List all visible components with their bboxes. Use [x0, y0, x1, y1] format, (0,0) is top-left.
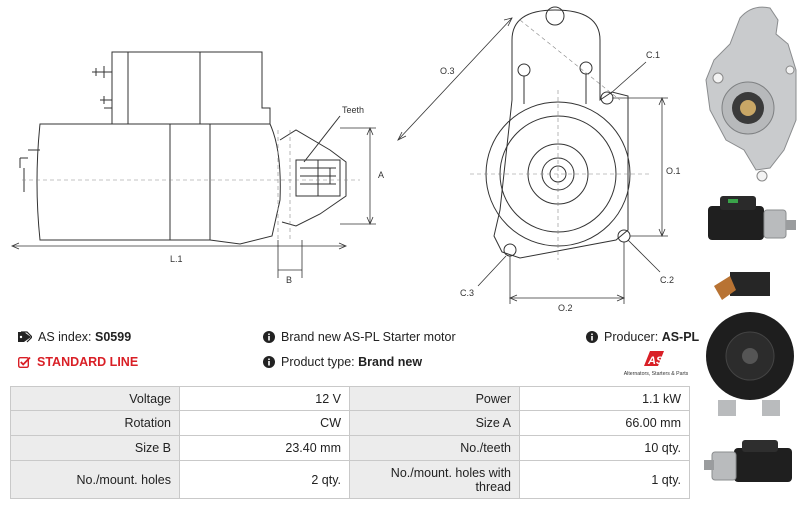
- label-l1: L.1: [170, 254, 183, 264]
- standard-line-text: STANDARD LINE: [37, 355, 139, 369]
- as-index: AS index: S0599: [18, 330, 131, 344]
- info-icon: [263, 331, 275, 343]
- photo-rear-view: [706, 272, 794, 416]
- producer: Producer: AS-PL: [586, 330, 699, 344]
- label-c2: C.2: [660, 275, 674, 285]
- checkbox-icon: [18, 356, 31, 368]
- logo-mark: AS: [647, 355, 664, 367]
- label-o1: O.1: [666, 166, 681, 176]
- table-row: Rotation CW Size A 66.00 mm: [10, 411, 690, 436]
- spec-label: Power: [350, 386, 520, 411]
- product-type: Product type: Brand new: [263, 355, 422, 369]
- logo-tagline: Alternators, Starters & Parts: [624, 371, 689, 377]
- spec-value: 1 qty.: [520, 461, 690, 499]
- info-icon: [586, 331, 598, 343]
- label-a: A: [378, 170, 384, 180]
- label-c1: C.1: [646, 50, 660, 60]
- photo-front-view: [705, 6, 797, 182]
- as-index-label: AS index:: [38, 330, 92, 344]
- description-text: Brand new AS-PL Starter motor: [281, 330, 456, 344]
- as-index-value: S0599: [95, 330, 132, 344]
- spec-value: 12 V: [180, 386, 350, 411]
- spec-label: No./mount. holes: [10, 461, 180, 499]
- spec-label: No./teeth: [350, 436, 520, 461]
- table-row: Size B 23.40 mm No./teeth 10 qty.: [10, 436, 690, 461]
- spec-label: Size A: [350, 411, 520, 436]
- spec-value: 66.00 mm: [520, 411, 690, 436]
- photo-side-view: [708, 196, 796, 240]
- label-o3: O.3: [440, 66, 455, 76]
- product-info: AS index: S0599 Brand new AS-PL Starter …: [14, 326, 699, 376]
- label-c3: C.3: [460, 288, 474, 298]
- spec-value: 2 qty.: [180, 461, 350, 499]
- standard-line: STANDARD LINE: [18, 355, 138, 369]
- spec-value: 10 qty.: [520, 436, 690, 461]
- label-o2: O.2: [558, 303, 573, 313]
- spec-label: Rotation: [10, 411, 180, 436]
- spec-value: 23.40 mm: [180, 436, 350, 461]
- label-teeth: Teeth: [342, 105, 364, 115]
- label-b: B: [286, 275, 292, 285]
- product-photos: [704, 6, 797, 482]
- spec-label: Size B: [10, 436, 180, 461]
- technical-drawing: Teeth A L.1 B O.1 O.2 O.3 C.1 C.2 C.3: [10, 6, 681, 313]
- info-icon: [263, 356, 275, 368]
- photo-side-view-small: [704, 440, 792, 482]
- spec-value: 1.1 kW: [520, 386, 690, 411]
- producer-value: AS-PL: [661, 330, 700, 344]
- table-row: No./mount. holes 2 qty. No./mount. holes…: [10, 461, 690, 499]
- producer-label: Producer:: [604, 330, 659, 344]
- spec-label: Voltage: [10, 386, 180, 411]
- description: Brand new AS-PL Starter motor: [263, 330, 456, 344]
- product-type-value: Brand new: [358, 355, 423, 369]
- as-pl-logo: AS Alternators, Starters & Parts: [624, 351, 689, 377]
- spec-label: No./mount. holes with thread: [350, 461, 520, 499]
- table-row: Voltage 12 V Power 1.1 kW: [10, 386, 690, 411]
- tag-icon: [18, 331, 32, 343]
- specs-table: Voltage 12 V Power 1.1 kW Rotation CW Si…: [10, 386, 690, 499]
- spec-value: CW: [180, 411, 350, 436]
- product-type-label: Product type:: [281, 355, 355, 369]
